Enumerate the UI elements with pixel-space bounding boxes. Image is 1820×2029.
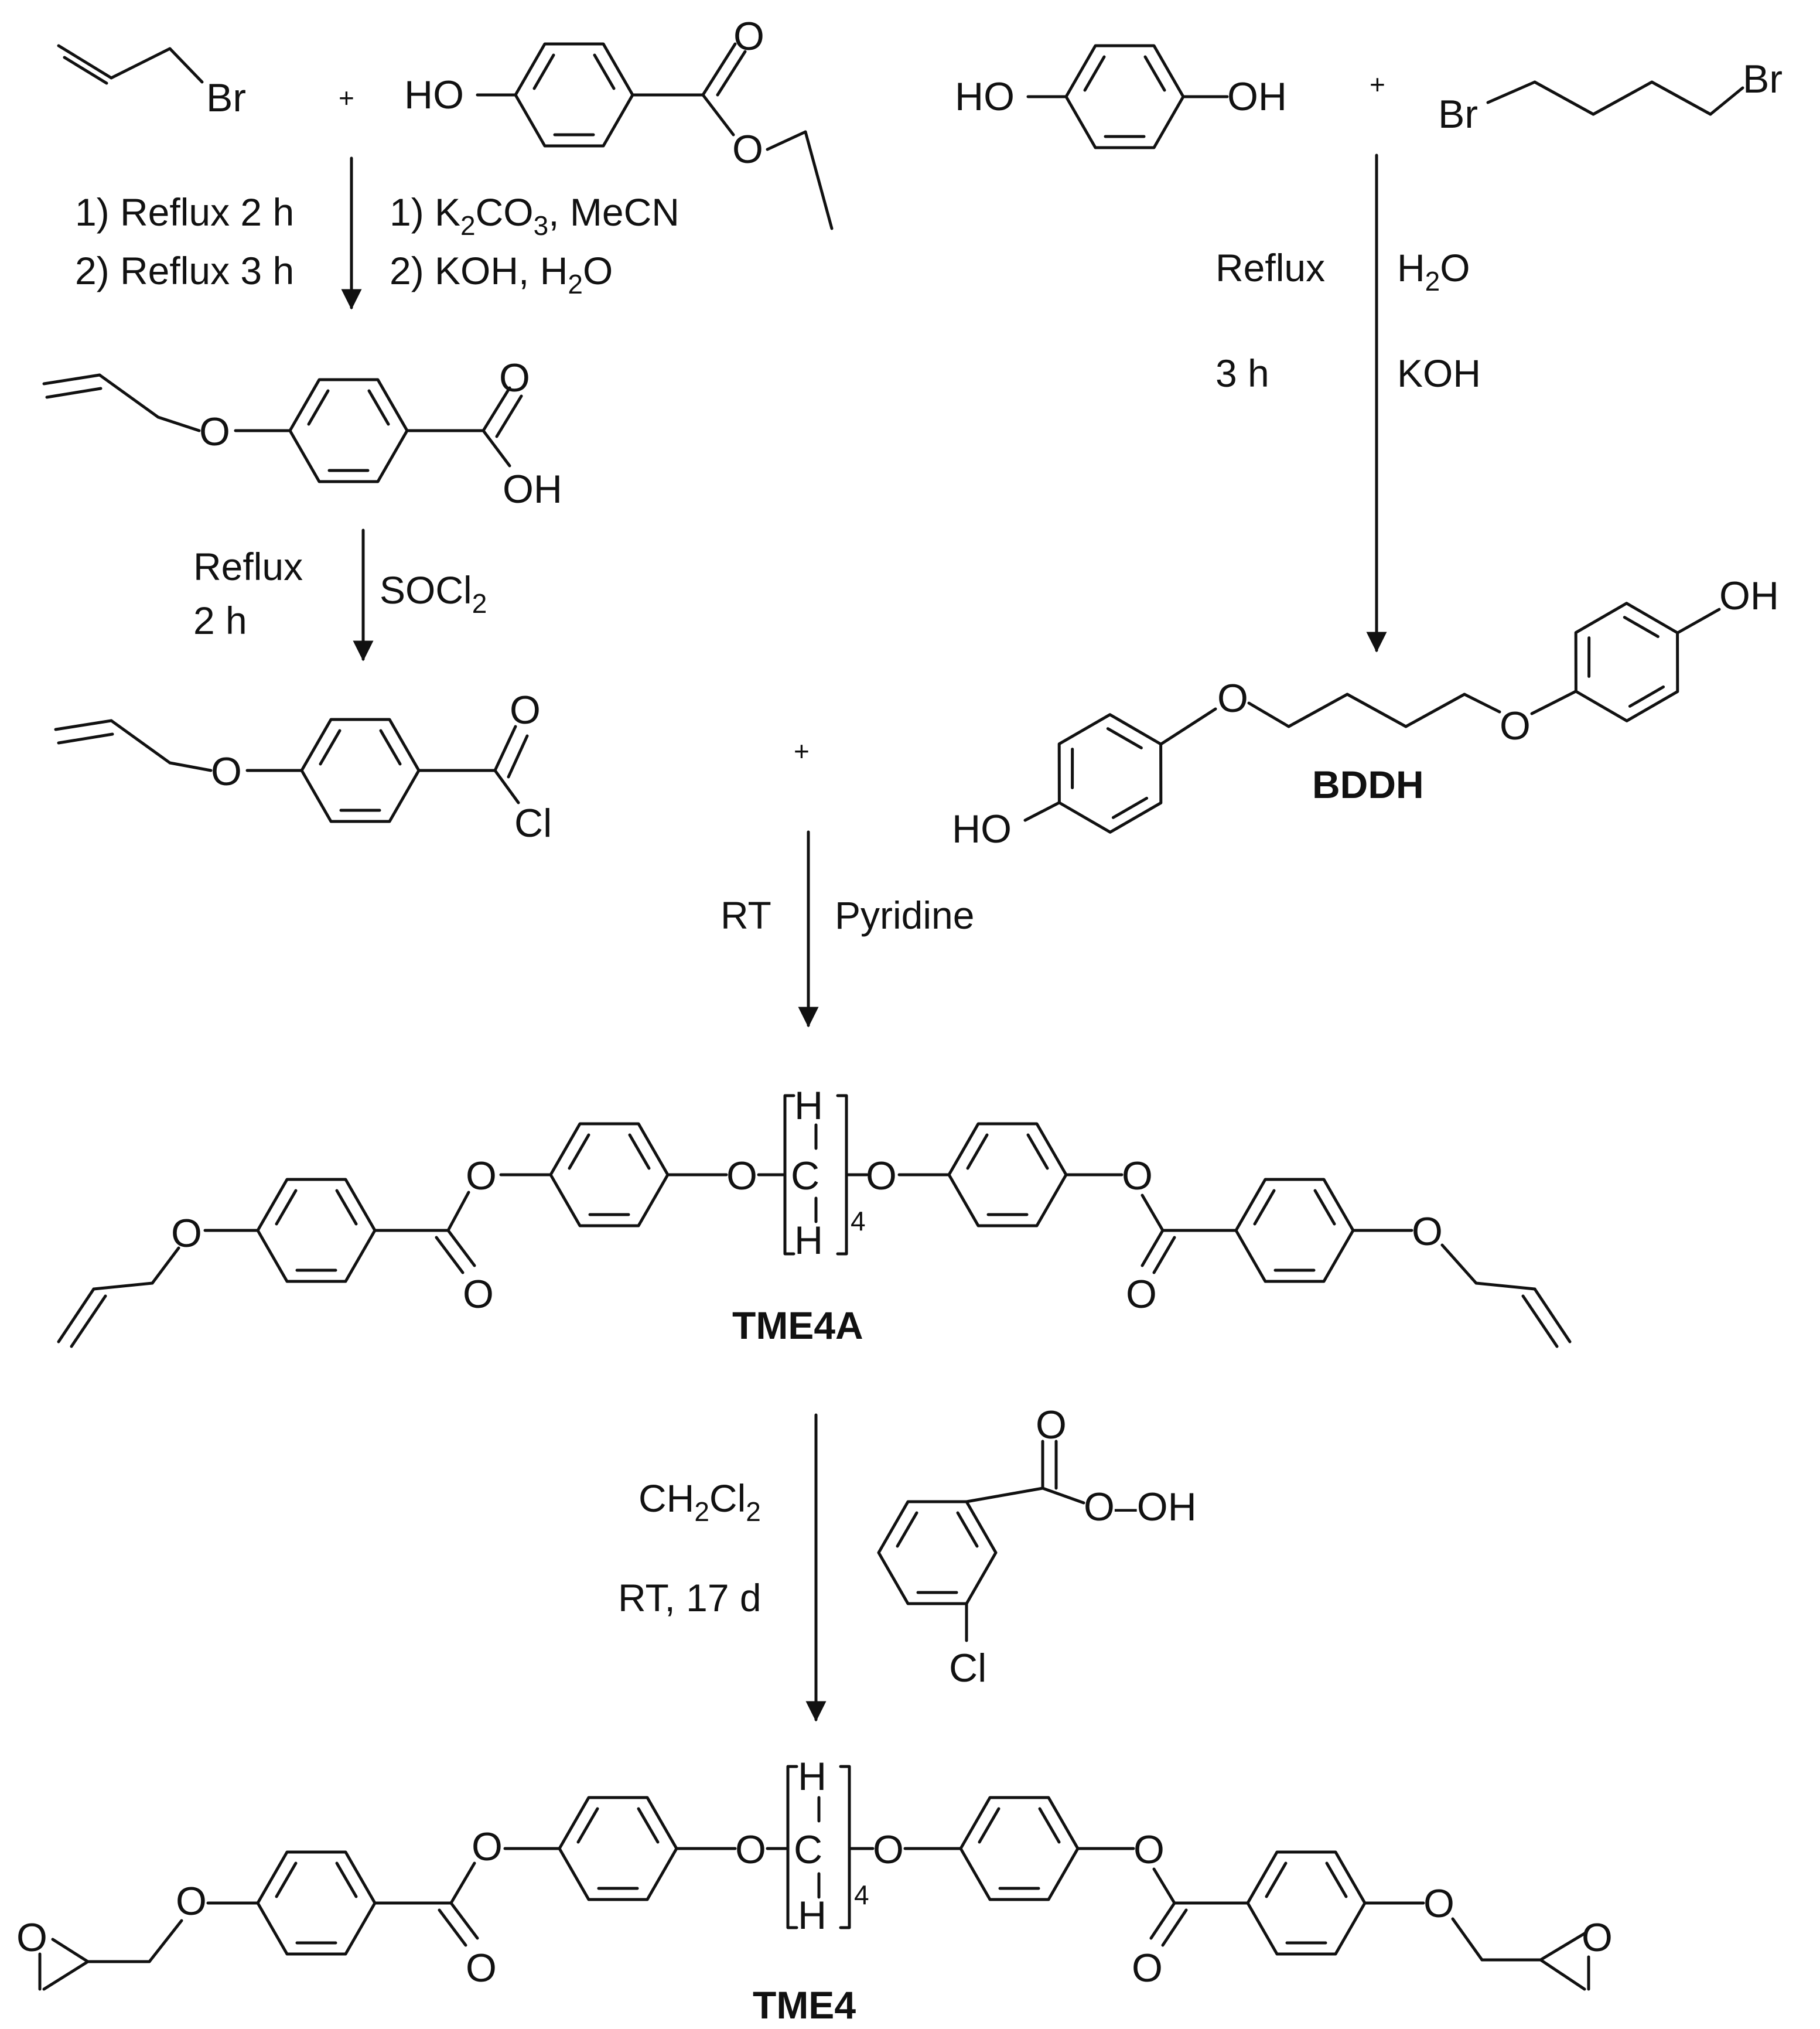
atom-o: O bbox=[1217, 676, 1248, 721]
allyloxybenzoyl-chloride: O O Cl bbox=[54, 688, 552, 845]
atom-c: C bbox=[791, 1154, 819, 1198]
atom-o: O bbox=[726, 1154, 757, 1198]
atom-o: O bbox=[732, 127, 763, 172]
atom-o: O bbox=[211, 749, 242, 794]
atom-ho: HO bbox=[404, 73, 464, 117]
atom-o: O bbox=[499, 356, 530, 400]
atom-o: O bbox=[171, 1211, 202, 1256]
condition-text: 2 h bbox=[193, 599, 247, 642]
condition-text: CH2Cl2 bbox=[638, 1476, 761, 1527]
allyloxybenzoic-acid: O O OH bbox=[42, 356, 562, 511]
atom-c: C bbox=[794, 1827, 822, 1872]
condition-text: RT, 17 d bbox=[618, 1576, 762, 1619]
atom-o: O bbox=[1133, 1827, 1165, 1872]
atom-oh: OH bbox=[1227, 74, 1287, 119]
atom-o: O bbox=[466, 1154, 497, 1198]
atom-h: H bbox=[798, 1754, 827, 1799]
plus-sign: + bbox=[339, 83, 354, 113]
atom-o: O bbox=[1423, 1881, 1454, 1926]
atom-o: O bbox=[735, 1827, 766, 1872]
condition-text: Reflux bbox=[1215, 246, 1325, 289]
atom-o: O bbox=[1132, 1946, 1163, 1990]
compound-label-bddh: BDDH bbox=[1312, 763, 1424, 806]
atom-o: O bbox=[1122, 1154, 1153, 1198]
condition-text: Pyridine bbox=[835, 894, 974, 937]
tme4-molecule: O O O O O H C H 4 O O O bbox=[16, 1754, 1613, 2027]
bddh-molecule: HO O O OH BDDH bbox=[952, 574, 1779, 851]
atom-o: O bbox=[176, 1879, 207, 1924]
atom-o: O bbox=[463, 1272, 494, 1317]
condition-text: 1) Reflux 2 h bbox=[75, 190, 294, 234]
atom-o: O bbox=[510, 688, 541, 732]
condition-text: 2) KOH, H2O bbox=[390, 249, 613, 299]
tme4a-molecule: O O O O H C H 4 O O O O bbox=[57, 1083, 1572, 1348]
condition-text: Reflux bbox=[193, 545, 303, 588]
atom-o: O bbox=[866, 1154, 897, 1198]
plus-sign: + bbox=[794, 736, 810, 766]
allyl-bromide: Br bbox=[57, 44, 246, 120]
atom-o: O bbox=[1582, 1915, 1613, 1960]
atom-br: Br bbox=[1438, 92, 1478, 137]
atom-h: H bbox=[794, 1218, 823, 1263]
atom-br: Br bbox=[206, 76, 246, 120]
atom-o: O bbox=[1500, 704, 1531, 748]
atom-cl: Cl bbox=[949, 1646, 986, 1690]
ethyl-4-hydroxybenzoate: HO O O bbox=[404, 14, 834, 230]
condition-text: RT bbox=[721, 894, 771, 937]
atom-oh: OH bbox=[503, 467, 562, 511]
atom-o: O bbox=[472, 1825, 503, 1869]
atom-o: O bbox=[873, 1827, 904, 1872]
atom-oh: OH bbox=[1719, 574, 1779, 618]
hydroquinone: HO OH bbox=[955, 46, 1287, 148]
compound-label-tme4a: TME4A bbox=[732, 1304, 863, 1347]
peroxy-group: O–OH bbox=[1084, 1485, 1197, 1529]
condition-text: KOH bbox=[1397, 352, 1481, 395]
repeat-count: 4 bbox=[854, 1880, 869, 1910]
atom-o: O bbox=[1412, 1209, 1443, 1254]
condition-text: H2O bbox=[1397, 246, 1470, 296]
atom-cl: Cl bbox=[514, 801, 552, 845]
plus-sign: + bbox=[1370, 69, 1385, 100]
atom-h: H bbox=[794, 1083, 823, 1128]
atom-o: O bbox=[1036, 1403, 1067, 1447]
condition-text: SOCl2 bbox=[380, 568, 487, 619]
condition-text: 1) K2CO3, MeCN bbox=[390, 190, 679, 241]
compound-label-tme4: TME4 bbox=[753, 1983, 856, 2027]
atom-ho: HO bbox=[952, 807, 1012, 851]
atom-o: O bbox=[16, 1915, 47, 1960]
atom-br: Br bbox=[1743, 57, 1783, 101]
condition-text: 2) Reflux 3 h bbox=[75, 249, 294, 292]
condition-text: 3 h bbox=[1215, 352, 1269, 395]
repeat-count: 4 bbox=[851, 1206, 866, 1236]
atom-o: O bbox=[466, 1946, 497, 1990]
atom-o: O bbox=[199, 410, 230, 454]
atom-ho: HO bbox=[955, 74, 1015, 119]
dibromobutane: Br Br bbox=[1438, 57, 1783, 137]
mcpba-reagent: O O–OH Cl bbox=[879, 1403, 1197, 1690]
atom-o: O bbox=[1126, 1272, 1157, 1317]
atom-o: O bbox=[733, 14, 764, 59]
atom-h: H bbox=[798, 1893, 827, 1938]
